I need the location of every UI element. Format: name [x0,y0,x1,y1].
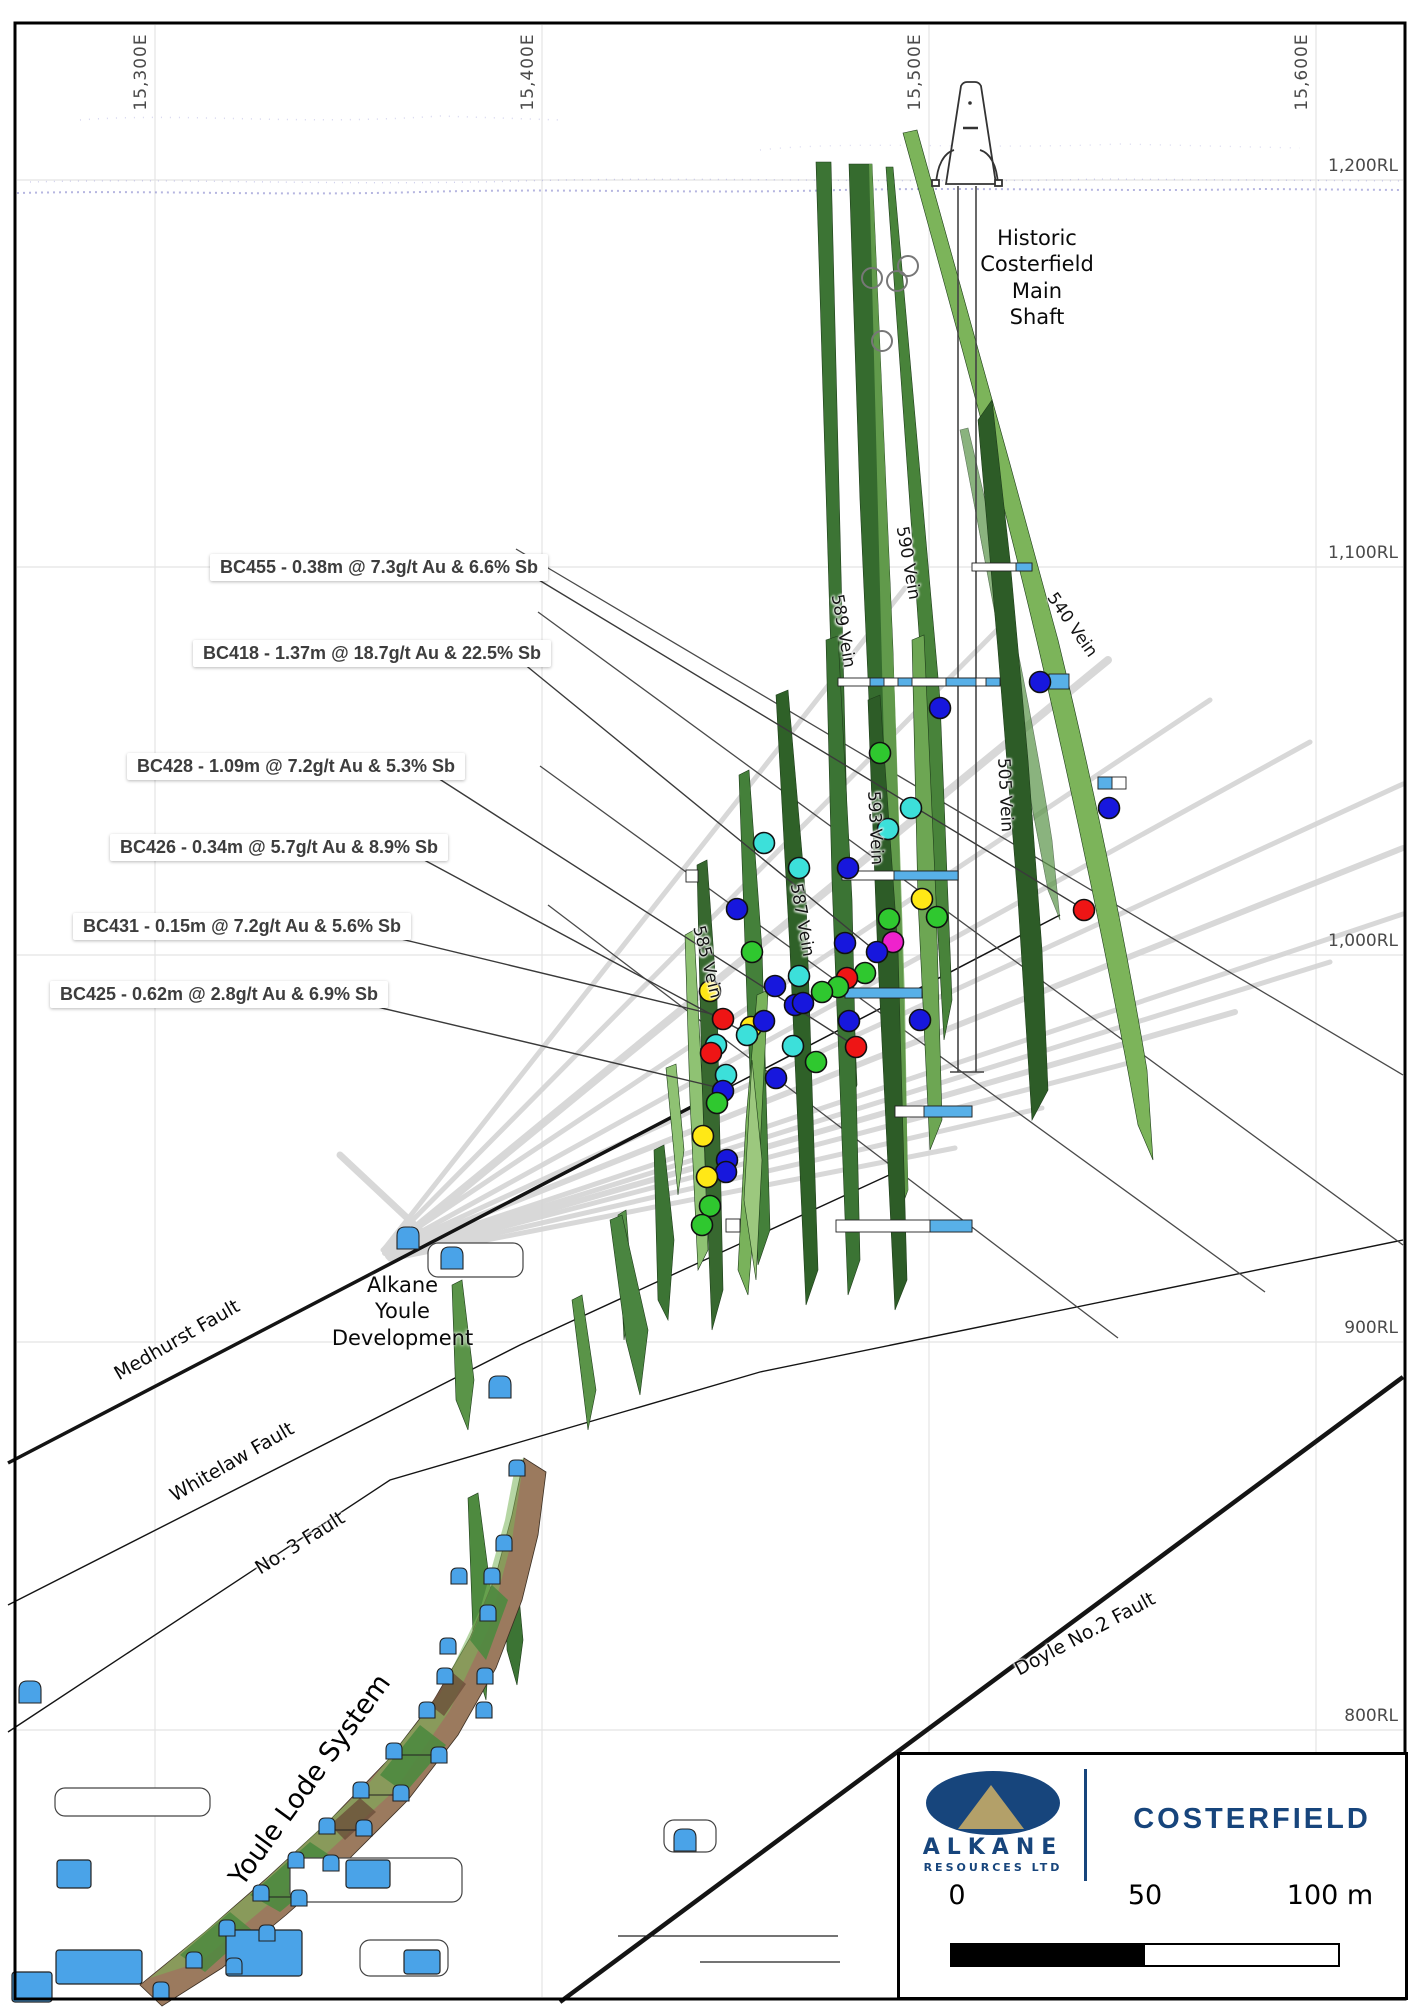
easting-label: 15,600E [1292,33,1312,111]
callout-bc426: BC426 - 0.34m @ 5.7g/t Au & 8.9% Sb [110,834,448,861]
callout-bc418: BC418 - 1.37m @ 18.7g/t Au & 22.5% Sb [193,640,552,667]
map-frame [13,21,1407,2001]
fault-lines [7,914,1405,2004]
historic-workings [11,1242,717,2003]
rl-label: 800RL [1344,1706,1398,1726]
rl-label: 900RL [1344,1318,1398,1338]
headframe-icon [931,81,1003,187]
callout-bc455: BC455 - 0.38m @ 7.3g/t Au & 6.6% Sb [210,554,548,581]
easting-label: 15,400E [518,33,538,111]
legend-box: ALKANE RESOURCES LTD COSTERFIELD 0 50 10… [897,1752,1408,2000]
veins [451,129,1154,1701]
youle-lode [139,1457,840,2007]
vein-label-505: 505 Vein [993,757,1017,833]
project-name: COSTERFIELD [1133,1803,1371,1835]
shaft-label: Historic Costerfield Main Shaft [980,226,1094,329]
scale-bar [950,1943,1340,1967]
alkane-logo-mountain-icon [958,1785,1024,1829]
main-shaft [950,186,984,1073]
legend-divider [1084,1769,1087,1881]
development-levels [685,562,1127,1233]
medhurst-fault-line [7,1090,721,1465]
rl-label: 1,000RL [1328,931,1398,951]
development-label: Alkane Youle Development [331,1273,474,1350]
company-name: ALKANE [922,1835,1064,1860]
no3-fault-line [7,1239,1404,1733]
vein-label-593: 593 Vein [863,790,887,866]
scale-tick-100: 100 m [1286,1880,1374,1911]
whitelaw-fault-line [7,1169,901,1606]
company-subtitle: RESOURCES LTD [923,1861,1063,1874]
callout-bc431: BC431 - 0.15m @ 7.2g/t Au & 5.6% Sb [73,913,411,940]
lode-portals [18,1226,697,1999]
scale-tick-50: 50 [1127,1880,1163,1911]
open-drill-circles [861,255,919,352]
doyle-fault-line [558,1375,1405,2004]
easting-label: 15,300E [131,33,151,111]
callout-bc428: BC428 - 1.09m @ 7.2g/t Au & 5.3% Sb [127,753,465,780]
annotation-leaders [351,573,1081,1089]
callout-bc425: BC425 - 0.62m @ 2.8g/t Au & 6.9% Sb [50,981,388,1008]
rl-label: 1,100RL [1328,543,1398,563]
rl-label: 1,200RL [1328,156,1398,176]
scale-tick-0: 0 [948,1880,966,1911]
drill-intercept-points [690,670,1121,1237]
easting-label: 15,500E [905,33,925,111]
surface-line [16,115,1404,195]
